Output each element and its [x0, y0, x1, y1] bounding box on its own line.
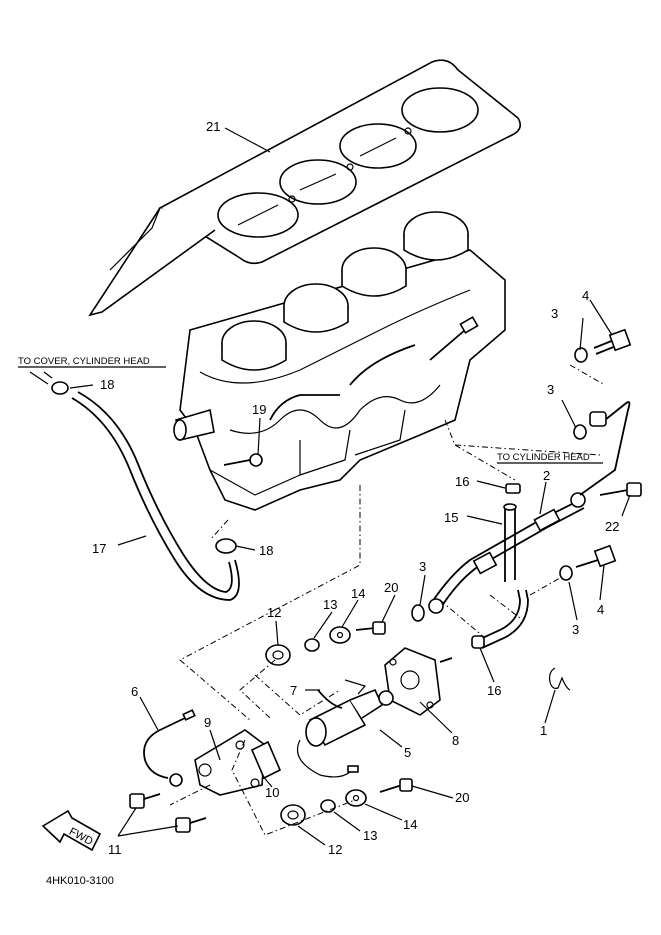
carburetor-assembly [173, 211, 506, 511]
fwd-arrow-icon: FWD [41, 809, 102, 852]
part-1-clip [548, 667, 571, 691]
part-3-washer-upper [574, 347, 588, 363]
part-8-housing [384, 647, 453, 716]
caption-to-cover-cylinder-head: TO COVER, CYLINDER HEAD [18, 356, 150, 367]
part-17-hose [71, 391, 240, 601]
callout-6: 6 [131, 684, 138, 699]
callout-16-lower: 16 [487, 683, 501, 698]
leader-lines [69, 127, 631, 846]
callout-14-upper: 14 [351, 586, 365, 601]
part-3-washer-lower-left [411, 604, 425, 622]
callout-9: 9 [204, 715, 211, 730]
callout-17: 17 [92, 541, 106, 556]
caption-to-cylinder-head-text: TO CYLINDER HEAD [497, 452, 590, 463]
part-14-washer-lower [345, 789, 367, 807]
part-4-bolt-upper [593, 328, 632, 355]
part-16-clip-lower [471, 589, 529, 649]
part-10-stay [250, 740, 282, 780]
part-13-collar-upper [304, 638, 320, 652]
part-9-bracket [194, 729, 266, 796]
callout-2: 2 [543, 468, 550, 483]
part-19-screw [223, 453, 263, 467]
part-15-hose [503, 503, 517, 582]
caption-to-cover: TO COVER, CYLINDER HEAD [18, 356, 166, 385]
callout-3-mid: 3 [547, 382, 554, 397]
callout-18-upper: 18 [100, 377, 114, 392]
callout-12-lower: 12 [328, 842, 342, 857]
part-3-washer-lower-right [559, 565, 573, 581]
part-16-clip-upper [505, 483, 521, 494]
callout-3-lower-right: 3 [572, 622, 579, 637]
part-14-washer-upper [329, 626, 351, 644]
part-21-plate [88, 59, 522, 317]
callout-11: 11 [108, 842, 122, 857]
part-7-cable [317, 689, 343, 709]
part-13-collar-lower [320, 799, 336, 813]
callout-14-lower: 14 [403, 817, 417, 832]
part-12-grommet-lower [280, 804, 306, 826]
callout-numbers: 21 4 3 3 18 19 2 16 15 22 17 18 3 20 14 … [92, 119, 619, 857]
upper-pipe [579, 401, 631, 496]
part-2-pipe [428, 492, 586, 614]
callout-20-upper: 20 [384, 580, 398, 595]
callout-13-lower: 13 [363, 828, 377, 843]
callout-3-lower-left: 3 [419, 559, 426, 574]
callout-20-lower: 20 [455, 790, 469, 805]
part-18-clip-lower [215, 538, 237, 554]
part-6-lead [143, 709, 196, 787]
callout-15: 15 [444, 510, 458, 525]
part-4-bolt-lower [575, 544, 617, 568]
callout-4-lower: 4 [597, 602, 604, 617]
part-11-bolt-lower [175, 817, 207, 833]
part-3-washer-mid [573, 424, 587, 440]
part-11-bolt-upper [129, 793, 161, 809]
callout-12-upper: 12 [267, 605, 281, 620]
callout-21: 21 [206, 119, 220, 134]
callout-10: 10 [265, 785, 279, 800]
callout-18-lower: 18 [259, 543, 273, 558]
callout-1: 1 [540, 723, 547, 738]
callout-5: 5 [404, 745, 411, 760]
callout-13-upper: 13 [323, 597, 337, 612]
diagram-code: 4HK010-3100 [46, 875, 114, 887]
part-5-actuator [296, 679, 394, 778]
callout-19: 19 [252, 402, 266, 417]
callout-22: 22 [605, 519, 619, 534]
part-12-grommet-upper [265, 644, 291, 666]
callout-4-upper: 4 [582, 288, 589, 303]
part-20-bolt-upper [355, 621, 386, 635]
callout-8: 8 [452, 733, 459, 748]
part-22-bolt [599, 482, 642, 497]
assembly-lines [169, 364, 606, 836]
part-18-clip-upper [43, 371, 69, 395]
callout-16-upper: 16 [455, 474, 469, 489]
part-20-bolt-lower [379, 778, 413, 793]
caption-to-cylinder-head: TO CYLINDER HEAD [497, 452, 603, 464]
callout-7: 7 [290, 683, 297, 698]
callout-3-upper: 3 [551, 306, 558, 321]
